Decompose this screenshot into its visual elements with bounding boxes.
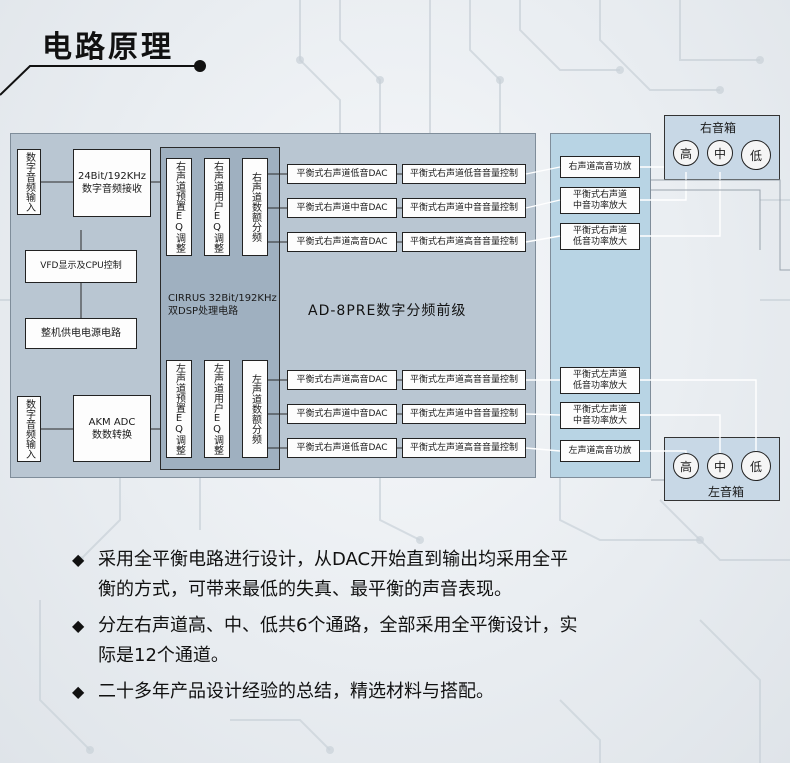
left-crossover: 左声道数额分频 xyxy=(242,360,268,458)
left-user-eq: 左声道用户EQ调整 xyxy=(204,360,230,458)
left-mid-driver: 中 xyxy=(707,453,733,479)
left-vol-low: 平衡式左声道高音音量控制 xyxy=(402,438,526,458)
dsp-label: CIRRUS 32Bit/192KHz 双DSP处理电路 xyxy=(168,293,277,317)
right-amp-low: 平衡式右声道 低音功率放大 xyxy=(560,223,640,250)
vfd-box: VFD显示及CPU控制 xyxy=(25,250,137,283)
left-amp-low: 平衡式左声道 低音功率放大 xyxy=(560,367,640,394)
right-amp-high: 右声道高音功放 xyxy=(560,156,640,178)
product-title: AD-8PRE数字分频前级 xyxy=(308,303,467,319)
right-amp-mid: 平衡式右声道 中音功率放大 xyxy=(560,187,640,214)
digital-input-top: 数字音频输入 xyxy=(17,149,41,215)
left-woofer: 低 xyxy=(741,451,771,481)
digital-input-bottom: 数字音频输入 xyxy=(17,396,41,462)
feature-item: ◆ 采用全平衡电路进行设计，从DAC开始直到输出均采用全平 衡的方式，可带来最低… xyxy=(72,545,762,605)
right-user-eq: 右声道用户EQ调整 xyxy=(204,158,230,256)
left-preset-eq: 左声道预置EQ调整 xyxy=(166,360,192,458)
page-title: 电路原理 xyxy=(42,30,174,65)
right-dac-mid: 平衡式右声道中音DAC xyxy=(287,198,397,218)
right-dac-low: 平衡式右声道低音DAC xyxy=(287,164,397,184)
right-tweeter: 高 xyxy=(673,140,699,166)
left-amp-mid: 平衡式左声道 中音功率放大 xyxy=(560,402,640,429)
right-vol-mid: 平衡式右声道中音音量控制 xyxy=(402,198,526,218)
left-dac-mid: 平衡式右声道中音DAC xyxy=(287,404,397,424)
left-tweeter: 高 xyxy=(673,453,699,479)
right-speaker-title: 右音箱 xyxy=(700,121,737,135)
receiver-box: 24Bit/192KHz 数字音频接收 xyxy=(73,149,151,217)
left-dac-low: 平衡式右声道低音DAC xyxy=(287,438,397,458)
adc-box: AKM ADC 数数转换 xyxy=(73,395,151,462)
right-dac-high: 平衡式右声道高音DAC xyxy=(287,232,397,252)
diamond-bullet-icon: ◆ xyxy=(72,550,85,569)
power-box: 整机供电电源电路 xyxy=(25,318,137,349)
left-speaker-title: 左音箱 xyxy=(708,485,745,499)
left-vol-mid: 平衡式左声道中音音量控制 xyxy=(402,404,526,424)
diamond-bullet-icon: ◆ xyxy=(72,682,85,701)
diamond-bullet-icon: ◆ xyxy=(72,616,85,635)
feature-item: ◆ 二十多年产品设计经验的总结，精选材料与搭配。 xyxy=(72,677,762,707)
title-underline xyxy=(0,60,206,96)
feature-list: ◆ 采用全平衡电路进行设计，从DAC开始直到输出均采用全平 衡的方式，可带来最低… xyxy=(72,545,762,707)
right-vol-low: 平衡式右声道低音音量控制 xyxy=(402,164,526,184)
left-dac-high: 平衡式右声道高音DAC xyxy=(287,370,397,390)
right-crossover: 右声道数额分频 xyxy=(242,158,268,256)
feature-item: ◆ 分左右声道高、中、低共6个通路，全部采用全平衡设计，实 际是12个通道。 xyxy=(72,611,762,671)
left-vol-high: 平衡式左声道高音音量控制 xyxy=(402,370,526,390)
right-mid-driver: 中 xyxy=(707,140,733,166)
right-woofer: 低 xyxy=(741,140,771,170)
left-amp-high: 左声道高音功放 xyxy=(560,440,640,462)
right-vol-high: 平衡式右声道高音音量控制 xyxy=(402,232,526,252)
right-preset-eq: 右声道预置EQ调整 xyxy=(166,158,192,256)
